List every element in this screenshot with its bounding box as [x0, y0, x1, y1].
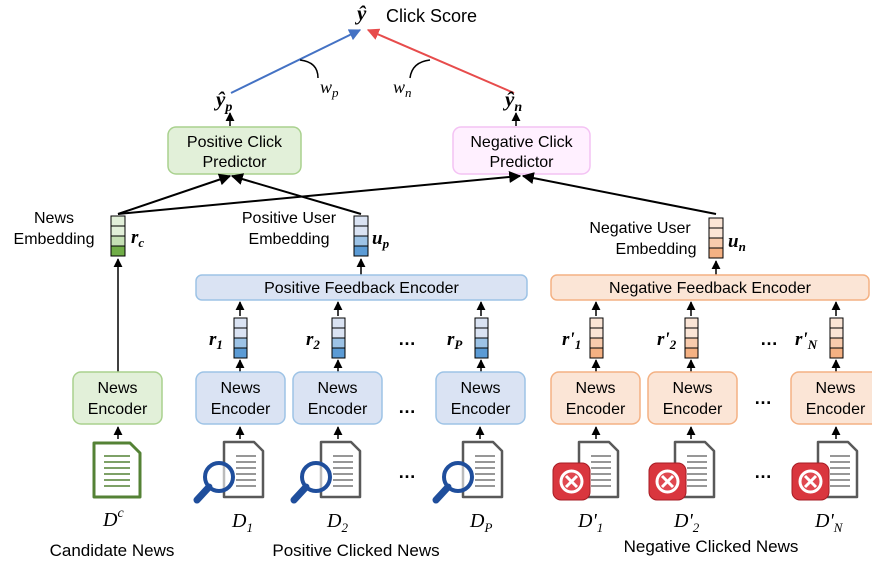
- y-n-symbol: ŷn: [502, 87, 522, 115]
- reject-x-icon: [791, 462, 830, 501]
- negative-news-encoder-n: News Encoder: [790, 371, 872, 425]
- negative-rep-2: [684, 301, 699, 372]
- svg-text:News: News: [575, 380, 615, 397]
- w-p-pointer: [299, 59, 319, 79]
- r-prime-1-symbol: r'1: [562, 329, 581, 352]
- news-embedding-label-line2: Embedding: [14, 231, 95, 248]
- negative-feedback-encoder: [550, 274, 870, 301]
- negative-news-encoder-2: News Encoder: [647, 371, 738, 425]
- negative-user-embedding-vector: [708, 217, 724, 259]
- r-c-symbol: rc: [131, 227, 144, 250]
- positive-weight-line: [230, 29, 362, 94]
- negative-rep-ellipsis: …: [760, 329, 778, 349]
- candidate-doc-symbol: Dc: [102, 506, 124, 531]
- magnifier-icon: [290, 461, 332, 504]
- u-p-symbol: up: [372, 228, 390, 251]
- svg-text:Encoder: Encoder: [663, 401, 723, 418]
- positive-feedback-encoder: [195, 274, 528, 301]
- positive-news-encoder-2: News Encoder: [292, 371, 383, 425]
- positive-predictor-line2: Predictor: [202, 154, 267, 171]
- positive-rep-ellipsis: …: [398, 329, 416, 349]
- svg-text:Encoder: Encoder: [211, 401, 271, 418]
- positive-rep-1: [233, 301, 248, 372]
- y-p-symbol: ŷp: [213, 87, 232, 115]
- click-score-label: Click Score: [386, 6, 477, 26]
- magnifier-icon: [193, 461, 235, 504]
- svg-text:News: News: [460, 380, 500, 397]
- positive-user-label-line1: Positive User: [242, 210, 337, 227]
- negative-predictor-line1: Negative Click: [470, 134, 573, 151]
- r-p-symbol: rP: [447, 329, 463, 352]
- negative-doc-symbol-2: D'2: [673, 510, 700, 535]
- negative-weight-line: [366, 28, 515, 94]
- negative-rep-n: [829, 301, 844, 372]
- r-1-symbol: r1: [209, 329, 223, 352]
- positive-predictor-line1: Positive Click: [187, 134, 283, 151]
- svg-text:Encoder: Encoder: [88, 401, 148, 418]
- positive-user-embedding-vector: [353, 215, 369, 257]
- news-embedding-label-line1: News: [34, 210, 74, 227]
- negative-user-to-predictor: [521, 172, 717, 215]
- positive-doc-symbol-p: DP: [469, 510, 492, 535]
- positive-user-label-line2: Embedding: [249, 231, 330, 248]
- negative-doc-symbol-1: D'1: [577, 510, 603, 535]
- news-to-negative-predictor: [117, 171, 522, 215]
- svg-text:Encoder: Encoder: [308, 401, 368, 418]
- svg-text:Encoder: Encoder: [566, 401, 626, 418]
- positive-feedback-encoder-label: Positive Feedback Encoder: [264, 280, 459, 297]
- r-prime-2-symbol: r'2: [657, 329, 677, 352]
- svg-text:News: News: [317, 380, 357, 397]
- y-hat-symbol: ŷ: [354, 1, 367, 25]
- positive-doc-ellipsis: …: [398, 462, 416, 482]
- svg-text:Encoder: Encoder: [806, 401, 866, 418]
- magnifier-icon: [432, 461, 474, 504]
- svg-text:Encoder: Encoder: [451, 401, 511, 418]
- negative-click-predictor: [452, 126, 591, 175]
- svg-text:News: News: [97, 380, 137, 397]
- u-n-symbol: un: [728, 231, 746, 254]
- negative-rep-1: [589, 301, 604, 372]
- positive-rep-2: [331, 301, 346, 372]
- w-n-pointer: [409, 59, 431, 79]
- r-2-symbol: r2: [306, 329, 320, 352]
- negative-doc-symbol-n: D'N: [814, 510, 844, 535]
- positive-news-encoder-p: News Encoder: [435, 371, 526, 425]
- negative-user-label-line2: Embedding: [616, 241, 697, 258]
- positive-clicked-news-label: Positive Clicked News: [272, 541, 439, 560]
- reject-x-icon: [648, 462, 687, 501]
- positive-rep-p: [474, 301, 489, 372]
- negative-user-label-line1: Negative User: [589, 220, 691, 237]
- candidate-news-label: Candidate News: [50, 541, 175, 560]
- negative-encoder-ellipsis: …: [754, 388, 772, 408]
- positive-user-to-predictor: [230, 173, 362, 215]
- negative-news-encoder-1: News Encoder: [550, 371, 641, 425]
- svg-text:News: News: [220, 380, 260, 397]
- candidate-news-encoder: News Encoder: [72, 371, 163, 425]
- news-to-positive-predictor: [117, 173, 232, 215]
- positive-doc-symbol-1: D1: [231, 510, 253, 535]
- negative-doc-ellipsis: …: [754, 462, 772, 482]
- w-n-symbol: wn: [393, 77, 412, 100]
- reject-x-icon: [552, 462, 591, 501]
- svg-text:News: News: [815, 380, 855, 397]
- r-prime-n-symbol: r'N: [795, 329, 818, 352]
- negative-clicked-news-label: Negative Clicked News: [624, 537, 799, 556]
- positive-encoder-ellipsis: …: [398, 397, 416, 417]
- svg-text:News: News: [672, 380, 712, 397]
- positive-news-encoder-1: News Encoder: [195, 371, 286, 425]
- w-p-symbol: wp: [320, 77, 339, 100]
- negative-feedback-encoder-label: Negative Feedback Encoder: [609, 280, 812, 297]
- positive-doc-symbol-2: D2: [326, 510, 348, 535]
- candidate-document-icon: [92, 441, 142, 499]
- negative-predictor-line2: Predictor: [489, 154, 554, 171]
- news-embedding-vector: [110, 215, 126, 257]
